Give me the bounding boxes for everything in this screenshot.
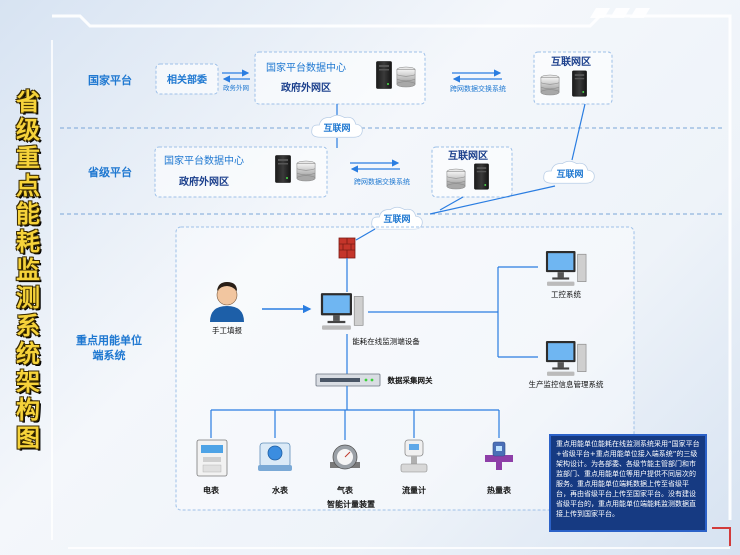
server-icon: [376, 61, 392, 89]
title-char: 测: [16, 284, 40, 312]
enterprise-system-box: [175, 226, 635, 511]
gateway-label: 数据采集网关: [388, 375, 433, 385]
provincial-dc-title: 国家平台数据中心: [164, 154, 244, 167]
manual-entry-label: 手工填报: [212, 325, 242, 335]
production-monitoring-label: 生产监控信息管理系统: [529, 379, 604, 389]
node-ministries: [155, 63, 219, 95]
meter-label-flow: 流量计: [402, 485, 426, 495]
smart-meter-group-label: 智能计量装置: [327, 499, 375, 509]
label-national-platform: 国家平台: [88, 73, 132, 87]
national-internet-zone-label: 互联网区: [551, 55, 591, 68]
national-dc-network: 政府外网区: [281, 81, 331, 94]
server-icon: [275, 155, 291, 183]
connector-internet-cloud: [571, 103, 586, 161]
terminal-label: 能耗在线监测端设备: [352, 336, 420, 346]
electric-meter-icon: [196, 439, 228, 477]
connector-cloud2-cloud3: [429, 185, 556, 215]
gateway-switch-icon: [315, 373, 381, 387]
water-meter-icon: [258, 442, 292, 471]
title-char: 架: [16, 368, 40, 396]
provincial-exchange-label: 跨网数据交换系统: [354, 177, 410, 186]
label-provincial-platform: 省级平台: [87, 165, 132, 179]
title-char: 重: [16, 144, 40, 172]
national-exchange-label: 跨网数据交换系统: [450, 84, 506, 93]
storage-icon: [396, 66, 416, 88]
meter-label-water: 水表: [271, 485, 289, 495]
flow-meter-icon: [400, 439, 428, 473]
vertical-title: 省级重点能耗监测系统架构图: [12, 88, 44, 452]
storage-icon: [296, 160, 316, 182]
title-char: 统: [16, 340, 40, 368]
decorative-frame: [51, 8, 732, 549]
label-enterprise-system: 重点用能单位端系统: [76, 334, 142, 362]
title-char: 耗: [16, 228, 40, 256]
title-char: 系: [16, 312, 40, 340]
cloud-label-3: 互联网: [383, 213, 410, 225]
heat-meter-icon: [485, 441, 513, 470]
title-char: 点: [16, 172, 40, 200]
cloud-label-1: 互联网: [323, 122, 350, 134]
description-panel: 重点用能单位能耗在线监测系统采用“国家平台+省级平台+重点用能单位接入端系统”的…: [549, 434, 707, 532]
provincial-internet-zone-label: 互联网区: [448, 149, 488, 162]
title-char: 构: [16, 396, 40, 424]
gas-meter-icon: [330, 444, 360, 470]
title-char: 省: [16, 88, 40, 116]
industrial-control-label: 工控系统: [551, 289, 581, 299]
cloud-label-2: 互联网: [556, 168, 583, 180]
connector-cloud-firewall: [355, 228, 376, 241]
gov-network-link-label: 政务外网: [223, 83, 249, 92]
title-char: 能: [16, 200, 40, 228]
meter-label-gas: 气表: [336, 485, 354, 495]
title-char: 图: [16, 424, 40, 452]
firewall-icon: [338, 237, 356, 259]
server-icon: [572, 70, 587, 97]
title-char: 级: [16, 116, 40, 144]
person-icon: [210, 282, 244, 322]
national-dc-title: 国家平台数据中心: [266, 61, 346, 74]
title-char: 监: [16, 256, 40, 284]
storage-icon: [446, 168, 466, 190]
connector-prov-cloud: [439, 196, 464, 211]
server-icon: [474, 163, 489, 190]
meter-label-electric: 电表: [203, 485, 220, 495]
meter-label-heat: 热量表: [487, 485, 512, 495]
storage-icon: [540, 74, 560, 96]
provincial-dc-network: 政府外网区: [179, 175, 229, 188]
ministries-label: 相关部委: [167, 73, 208, 86]
